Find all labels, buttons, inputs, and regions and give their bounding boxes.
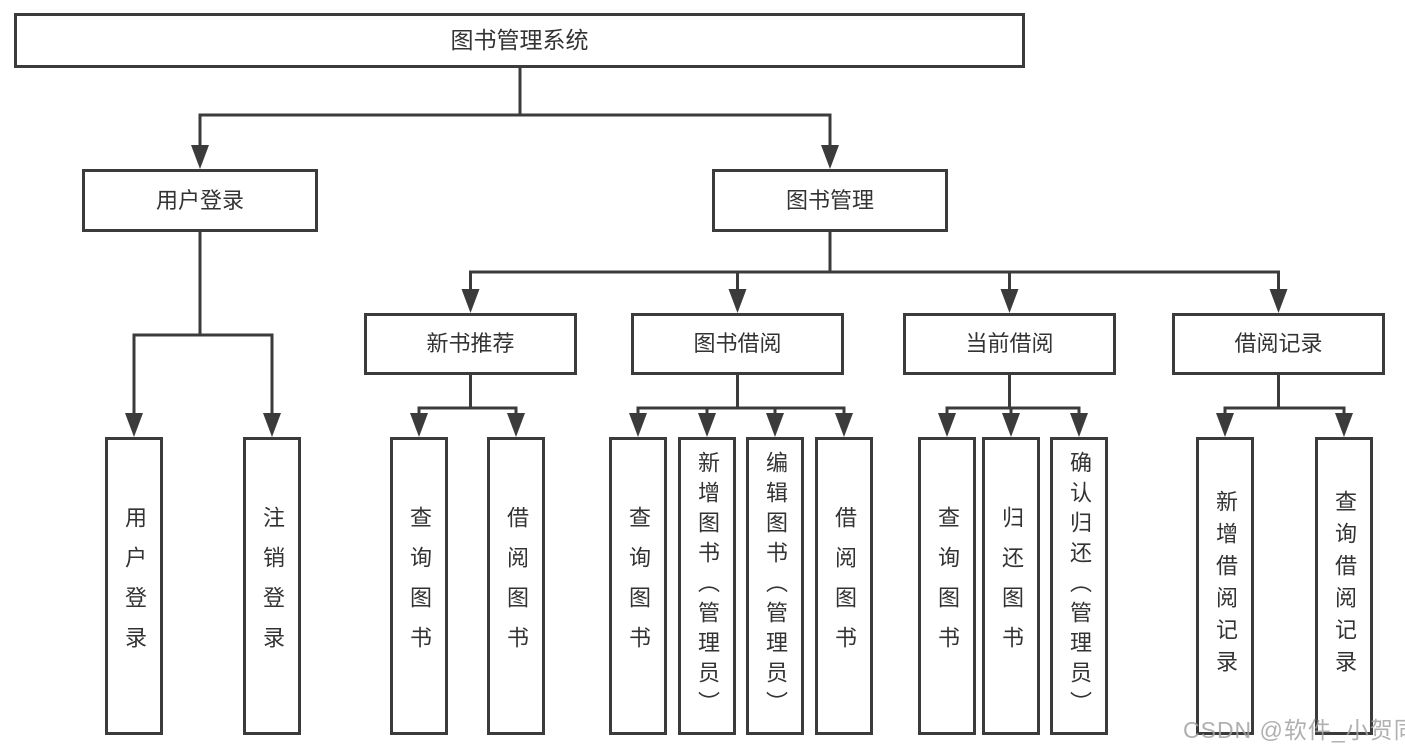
- node-library-management-system: 图书管理系统: [14, 13, 1025, 68]
- leaf-query-books-1: 查询图书: [390, 437, 448, 735]
- leaf-edit-book-admin: 编辑图书（管理员）: [746, 437, 804, 735]
- node-current-borrowing: 当前借阅: [903, 313, 1116, 375]
- watermark: CSDN @软件_小贺同学: [1183, 717, 1405, 743]
- node-user-login: 用户登录: [82, 169, 318, 232]
- leaf-add-borrow-record: 新增借阅记录: [1196, 437, 1254, 735]
- leaf-user-login: 用户登录: [105, 437, 163, 735]
- leaf-borrow-books-2: 借阅图书: [815, 437, 873, 735]
- node-new-book-recommendation: 新书推荐: [364, 313, 577, 375]
- node-book-management: 图书管理: [712, 169, 948, 232]
- node-borrowing-records: 借阅记录: [1172, 313, 1385, 375]
- leaf-borrow-books-1: 借阅图书: [487, 437, 545, 735]
- leaf-query-borrow-record: 查询借阅记录: [1315, 437, 1373, 735]
- leaf-add-book-admin: 新增图书（管理员）: [678, 437, 736, 735]
- leaf-query-books-3: 查询图书: [918, 437, 976, 735]
- leaf-query-books-2: 查询图书: [609, 437, 667, 735]
- node-book-borrowing: 图书借阅: [631, 313, 844, 375]
- leaf-return-book: 归还图书: [982, 437, 1040, 735]
- leaf-logout-login: 注销登录: [243, 437, 301, 735]
- leaf-confirm-return-admin: 确认归还（管理员）: [1050, 437, 1108, 735]
